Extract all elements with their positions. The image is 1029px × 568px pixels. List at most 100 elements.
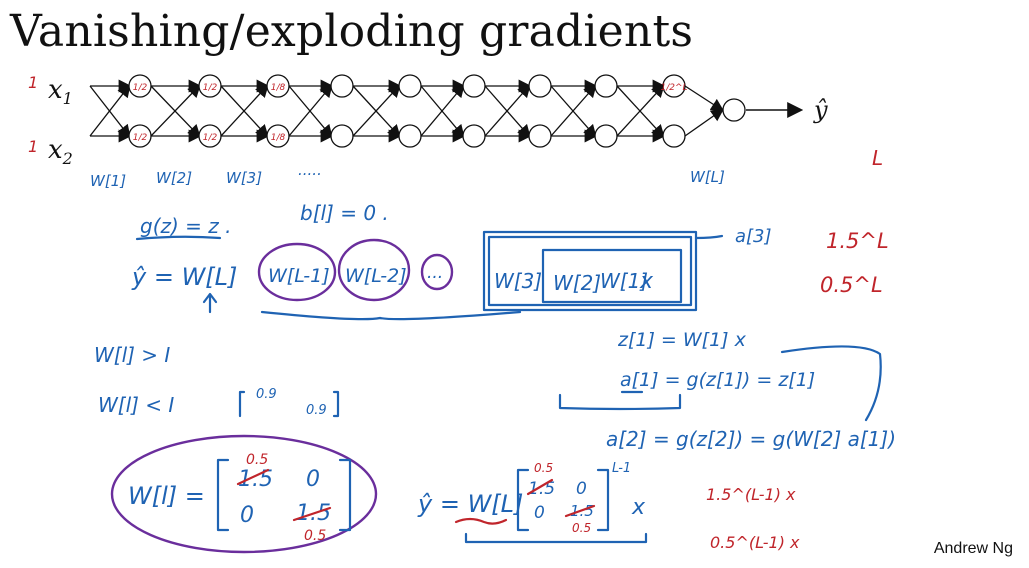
yhat-x: x	[631, 495, 646, 520]
node-label-bottom: 1/2	[133, 133, 148, 143]
note-w2: W[2]	[553, 271, 601, 295]
note-w1: W[1]	[600, 269, 648, 293]
note-g-def: g(z) = z .	[140, 214, 231, 238]
squiggle-WL	[454, 517, 508, 525]
hidden-node-top	[528, 74, 552, 98]
note-z1: z[1] = W[1] x	[617, 329, 747, 351]
yhat-strike-22	[564, 504, 596, 518]
circle-dots	[420, 253, 454, 291]
box-outer-2	[487, 235, 693, 307]
layer-label-w1: W[1]	[90, 172, 126, 190]
hidden-node-bottom	[398, 124, 422, 148]
edge	[89, 83, 131, 137]
box-outer	[482, 230, 698, 312]
hidden-node-top	[462, 74, 486, 98]
node-label-top: 1/2	[203, 83, 218, 93]
arrow-to-a2	[780, 345, 882, 422]
layer-label-w2: W[2]	[156, 169, 192, 187]
note-a2: a[2] = g(z[2]) = g(W[2] a[1])	[606, 427, 896, 451]
hidden-node-bottom	[330, 124, 354, 148]
edge	[550, 84, 597, 137]
note-w-L1: W[L-1]	[268, 265, 330, 287]
hidden-node-top	[330, 74, 354, 98]
note-dots: ...	[427, 263, 443, 283]
slide-title: Vanishing/exploding gradients	[10, 6, 694, 57]
up-arrow	[202, 292, 218, 314]
hidden-node-bottom	[198, 124, 222, 148]
note-yhat-final: ŷ = W[L]	[417, 490, 523, 518]
box-inner	[541, 248, 683, 304]
hidden-node-top	[266, 74, 290, 98]
edge	[288, 84, 333, 137]
big-matrix-brackets	[216, 458, 352, 532]
edge	[420, 84, 465, 137]
small-matrix-brackets	[238, 390, 340, 418]
yhat-power: L-1	[612, 461, 631, 476]
output-yhat: ŷ	[813, 96, 828, 124]
note-big-W: W[l] =	[128, 482, 205, 510]
yhat-mat-11: 1.5	[528, 479, 555, 499]
hidden-node-top	[128, 74, 152, 98]
note-a1: a[1] = g(z[1]) = z[1]	[620, 369, 815, 391]
hidden-node-bottom	[128, 124, 152, 148]
mat-22-red: 0.5	[304, 528, 326, 544]
layer-label-w3: W[3]	[226, 169, 262, 187]
node-label-bottom: 1/2	[203, 133, 218, 143]
small-mat-a: 0.9	[256, 387, 277, 402]
circle-w-L2	[337, 238, 411, 302]
output-node	[722, 98, 746, 122]
circle-w-L1	[257, 242, 337, 302]
hidden-node-bottom	[528, 124, 552, 148]
note-w3: W[3]	[494, 269, 542, 293]
small-mat-b: 0.9	[306, 403, 327, 418]
note-w-gt-I: W[l] > I	[94, 343, 170, 367]
brace-a1	[558, 393, 682, 411]
yhat-mat-21: 0	[534, 503, 545, 523]
mat-12: 0	[306, 467, 320, 492]
note-w-lt-I: W[l] < I	[98, 393, 174, 417]
mat-21: 0	[240, 503, 254, 528]
note-exp-1: 1.5^L	[826, 229, 889, 253]
hidden-node-top	[594, 74, 618, 98]
layer-label-wL: W[L]	[690, 168, 725, 186]
hidden-node-bottom	[462, 124, 486, 148]
note-a3: a[3]	[735, 226, 772, 247]
strike-11	[236, 468, 270, 486]
note-yhat-left: ŷ = W[L]	[131, 263, 237, 291]
input-weight-2: 1	[28, 137, 38, 156]
strike-22	[292, 506, 332, 522]
hidden-node-top	[198, 74, 222, 98]
hidden-node-top	[662, 74, 686, 98]
pointer-a3	[694, 234, 724, 240]
note-w-L2: W[L-2]	[345, 265, 407, 287]
L-marker: L	[872, 146, 883, 170]
input-x1: x1	[48, 75, 73, 108]
note-exp-3: 1.5^(L-1) x	[706, 485, 796, 504]
node-label-top: 1/2	[133, 83, 148, 93]
note-x: x	[639, 269, 654, 294]
edge-to-output	[684, 85, 725, 112]
layer-label-dots: .....	[298, 161, 322, 179]
brace-bottom	[260, 310, 522, 321]
edge	[150, 84, 201, 137]
edge	[484, 84, 531, 137]
edge	[616, 84, 665, 137]
brace-yhat	[464, 532, 648, 544]
underline-g	[135, 235, 222, 241]
node-label-top: 1/8	[271, 83, 286, 93]
yhat-mat-11-red: 0.5	[534, 461, 553, 475]
input-weight-1: 1	[28, 73, 38, 92]
edge	[220, 84, 269, 137]
note-exp-2: 0.5^L	[820, 273, 883, 297]
circle-big-matrix	[110, 434, 378, 554]
mat-11-red: 0.5	[246, 452, 268, 468]
neural-network: 1/21/21/21/21/81/81/2^L	[89, 74, 746, 148]
input-x2: x2	[48, 135, 73, 168]
yhat-matrix-brackets	[516, 468, 610, 532]
node-label-bottom: 1/8	[271, 133, 286, 143]
edge	[352, 84, 401, 137]
note-exp-4: 0.5^(L-1) x	[710, 533, 800, 552]
yhat-strike-11	[526, 478, 554, 496]
